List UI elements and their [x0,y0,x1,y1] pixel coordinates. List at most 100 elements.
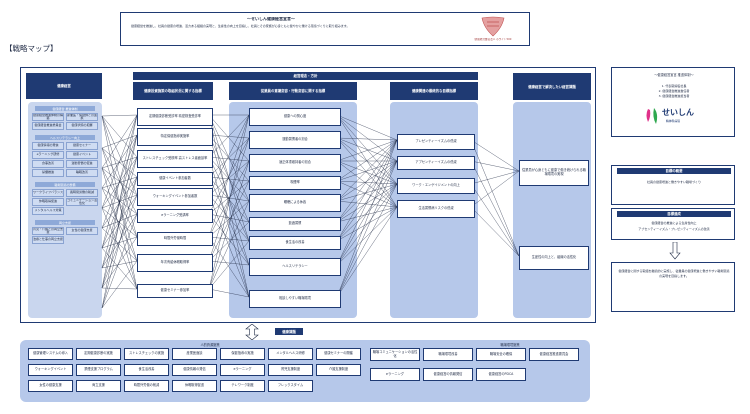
right-box-1-item-2: 3. 健康経営推進担当者 [658,94,690,98]
right-box-3-sub: アブセンティーイズム・プレゼンティーイズムの改善 [638,227,710,231]
col4-box-0: 従業員が心身ともに健康で働き続けられる職場環境の実現 [519,160,589,186]
down-arrow-right [669,242,681,260]
left-section-item: 健康経営推進体制の構築 [32,113,64,121]
left-section-item: 女性の健康支援 [66,227,98,235]
col1-box-6: 時間外労働時間 [137,232,213,246]
col1-item-7: 年次有給休暇取得率 [137,254,213,272]
left-section-item: 治療と仕事の両立支援 [32,236,64,244]
left-section-item: eラーニング研修 [32,151,64,159]
bottom-right-item: 職場コミュニケーションの活性化 [370,348,420,361]
col2-box-3: 喫煙率 [249,176,341,190]
col2-box-1: 運動習慣者の割合 [249,131,341,149]
col1-box-1: 特定保健指導実施率 [137,128,213,146]
col2-box-0: 健康への関心度 [249,108,341,126]
bottom-right-item: 職場環境改善 [423,348,473,361]
bottom-left-item: 介護支援制度 [316,364,361,376]
right-box-4-text: 健康経営に関する取組を継続的に実施し、従業員の健康増進と働きやすい職場環境の実現… [618,269,730,278]
right-box-1: ～健康経営宣言 推進体制～ 1. 代表取締役社長 2. 健康経営推進責任者 3.… [611,67,735,137]
col3-item-3: 生活習慣病リスクの低減 [397,200,475,218]
lane-4 [513,102,591,318]
left-section-item: 長時間労働の削減 [66,189,98,197]
col1-box-5: eラーニング受講率 [137,209,213,223]
bottom-left-item: 保健指導の実施 [220,348,265,360]
left-section-item: 産業医・保健師との連携 [66,113,98,121]
company-logo-sub: 精神科病院 [666,119,680,123]
col1-item-4: ウォーキングイベント参加者数 [137,188,213,206]
bottom-left-item: 定期健康診断の実施 [76,348,121,360]
left-section-item: コミュニケーション活性化 [66,198,98,206]
bottom-left-item: 健康セミナーの開催 [316,348,361,360]
left-panel: 健康経営 推進体制健康経営推進体制の構築産業医・保健師との連携健康経営推進委員会… [31,106,99,316]
col4-item-0: 従業員が心身ともに健康で働き続けられる職場環境の実現 [519,160,589,186]
map-col-header-2: 従業員の意識変容・行動変容に関する指標 [229,82,357,100]
col1-item-1: 特定保健指導実施率 [137,128,213,146]
col2-box-2: 適正体重維持者の割合 [249,154,341,172]
bottom-left-item: 禁煙支援プログラム [76,364,121,376]
col2-box-4: 睡眠による休養 [249,194,341,212]
col1-item-2: ストレスチェック受検率 高ストレス者面談率 [137,150,213,168]
left-section-title: 両立支援 [35,220,95,225]
bottom-left-item: 両立支援 [76,380,121,392]
left-section-item: 育児・介護との両立支援 [32,227,64,235]
left-section-item: 運動習慣の促進 [66,160,98,168]
left-section-item: ワークライフバランス [32,189,64,197]
col1-box-3: 健康イベント参加者数 [137,172,213,186]
strategy-map: 経営理念・方針 健康経営 健康投資施策の取組状況に関する指標 従業員の意識変容・… [20,67,596,323]
col2-box-6: 食生活の改善 [249,236,341,250]
left-section-item: 睡眠改善 [66,169,98,177]
bottom-center-label: 健康課題 [275,328,303,335]
right-box-1-title: ～健康経営宣言 推進体制～ [654,73,694,77]
left-section-item: 禁煙推進 [32,169,64,177]
col3-box-1: アブセンティーイズムの低減 [397,156,475,170]
bottom-right-title: 職場環境施策 [500,343,520,347]
col3-item-1: アブセンティーイズムの低減 [397,156,475,170]
col2-box-7: ヘルスリテラシー [249,258,341,276]
left-section-title: ヘルスリテラシー向上 [35,135,95,140]
left-section-item: 食事改善 [32,160,64,168]
col2-item-4: 睡眠による休養 [249,194,341,212]
left-section-item: 休暇取得促進 [32,198,64,206]
right-box-1-item-0: 1. 代表取締役社長 [661,84,687,88]
col3-item-2: ワーク・エンゲイジメントの向上 [397,178,475,194]
col2-item-1: 運動習慣者の割合 [249,131,341,149]
header-box: ～せいしん健康経営宣言～ 健康経営を推進し、社員の健康の増進、活力ある組織の実現… [120,12,530,46]
up-down-arrow [245,324,259,340]
left-section-title: 健康経営 推進体制 [35,106,95,111]
col1-box-2: ストレスチェック受検率 高ストレス者面談率 [137,150,213,168]
bottom-left-item: 健康情報の発信 [172,364,217,376]
page-label: 【戦略マップ】 [5,44,58,53]
right-box-2-text: 社員の健康増進と働きやすい職場づくり [646,180,701,184]
right-box-3: 目標達成 健康経営の推進による生産性向上 アブセンティーイズム・プレゼンティーイ… [611,208,735,240]
bottom-panel: 人的資源施策 職場環境施策 健康管理システムの導入定期健康診断の実施ストレスチェ… [20,340,590,402]
col3-item-0: プレゼンティーイズムの低減 [397,134,475,150]
award-logo [476,16,510,38]
bottom-left-item: eラーニング [220,364,265,376]
left-section-item: 健康状態の把握 [66,122,98,130]
col2-item-3: 喫煙率 [249,176,341,190]
col1-box-4: ウォーキングイベント参加者数 [137,188,213,206]
col3-box-3: 生活習慣病リスクの低減 [397,200,475,218]
bottom-left-item: メンタルヘルス研修 [268,348,313,360]
company-logo [644,106,662,128]
right-box-2: 目標の概要 社員の健康増進と働きやすい職場づくり [611,165,735,205]
right-box-1-item-1: 2. 健康経営推進責任者 [658,89,690,93]
map-col-header-1: 健康投資施策の取組状況に関する指標 [133,82,213,100]
bottom-left-item: ストレスチェックの実施 [124,348,169,360]
left-section-title: 職場環境の整備 [35,182,95,187]
col2-item-5: 飲酒習慣 [249,217,341,231]
map-top-bar: 経営理念・方針 [133,72,478,80]
bottom-left-item: 休暇取得促進 [172,380,217,392]
bottom-right-item: 健康経営推進委員会 [529,348,579,361]
company-logo-text: せいしん [662,108,694,117]
map-col-header-3: 健康関連の最終的な目標指標 [390,82,478,100]
connector-lines [101,114,520,309]
col2-box-5: 飲酒習慣 [249,217,341,231]
bottom-right-item: 職場安全の確保 [476,348,526,361]
col1-item-5: eラーニング受講率 [137,209,213,223]
bottom-left-item: 産業医面談 [172,348,217,360]
bottom-left-item: ウォーキングイベント [28,364,73,376]
col2-item-2: 適正体重維持者の割合 [249,154,341,172]
bottom-left-item: 健康管理システムの導入 [28,348,73,360]
map-col-header-4: 健康経営で解決したい経営課題 [513,73,591,100]
